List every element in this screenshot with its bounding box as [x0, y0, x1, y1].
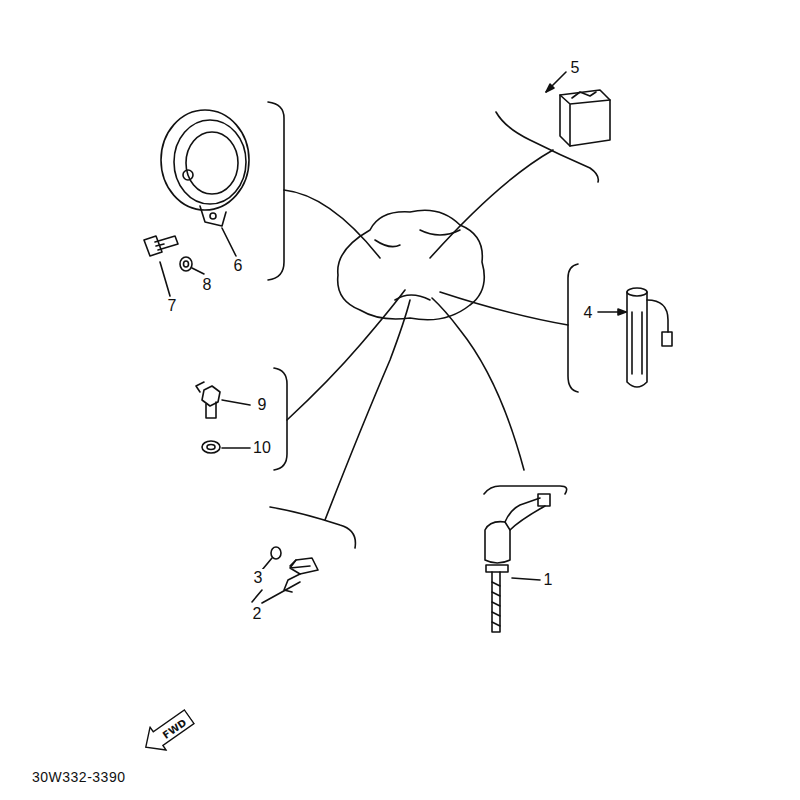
- callout-number: 4: [582, 304, 595, 322]
- callout-number: 7: [166, 297, 179, 315]
- forward-arrow: FWD: [136, 704, 198, 760]
- callout-number: 3: [252, 569, 265, 587]
- callout-number: 6: [232, 257, 245, 275]
- callout-number: 9: [256, 396, 269, 414]
- callout-number: 2: [251, 605, 264, 623]
- drawing-code: 30W332-3390: [30, 768, 127, 786]
- callout-number: 1: [542, 571, 555, 589]
- direction-text: FWD: [160, 717, 188, 741]
- callout-number: 10: [251, 439, 273, 457]
- callout-number: 5: [569, 59, 582, 77]
- callout-number: 8: [201, 276, 214, 294]
